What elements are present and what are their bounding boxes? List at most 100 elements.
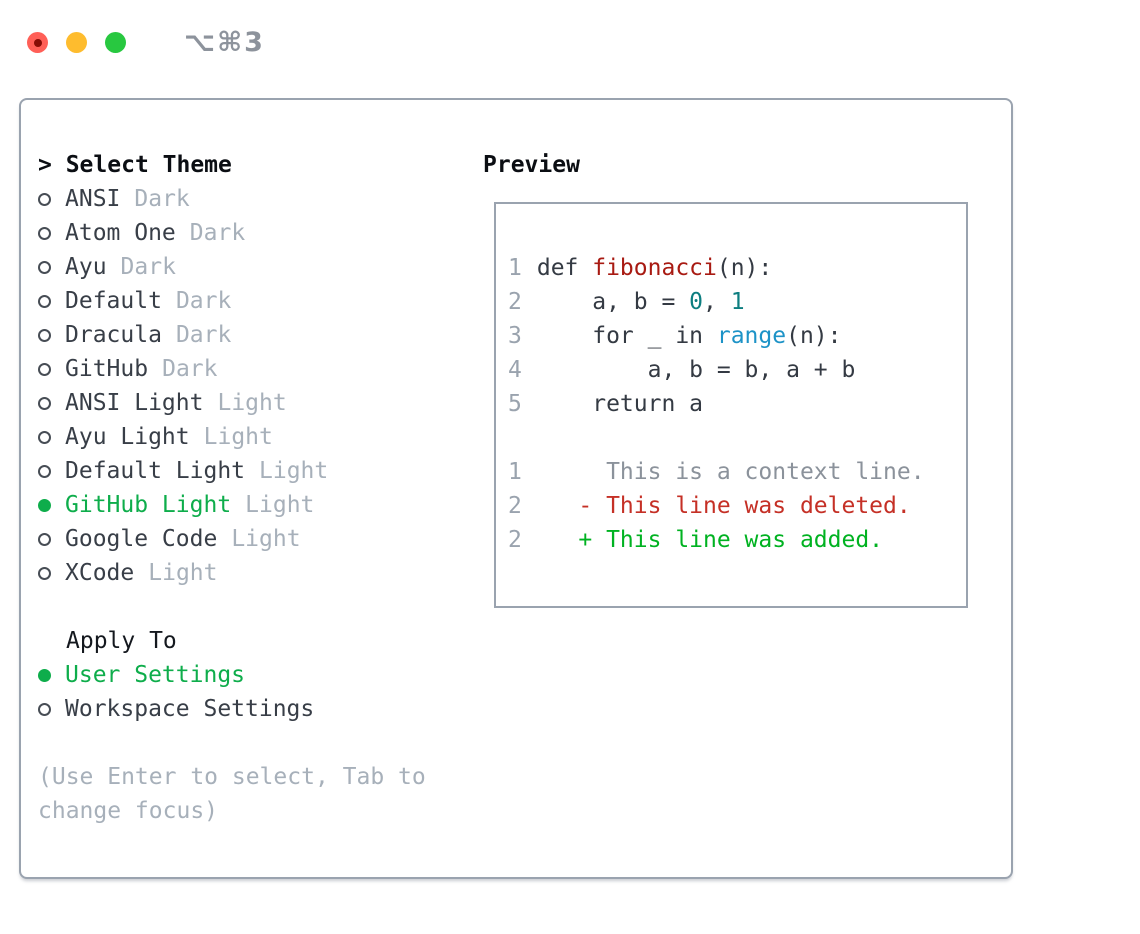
radio-selected-icon [38,498,51,512]
number-literal: 0 [689,289,704,315]
radio-icon [38,566,51,580]
line-number: 2 [508,527,522,553]
keyboard-hint: (Use Enter to select, Tab to change focu… [38,764,426,824]
theme-variant: Dark [175,288,232,314]
theme-item-ansi-dark[interactable]: ANSI Dark [38,182,476,216]
theme-item-xcode-light[interactable]: XCode Light [38,556,476,590]
apply-option-user-settings[interactable]: User Settings [38,658,476,692]
line-number: 1 [508,459,522,485]
theme-variant: Dark [120,254,176,280]
theme-label: Ayu [65,254,107,280]
theme-variant: Light [231,526,301,552]
code-text: def [536,255,593,281]
code-text: (n): [786,323,842,349]
theme-label: ANSI Light [65,390,204,416]
radio-icon [38,702,51,716]
theme-variant: Light [148,560,218,586]
diff-text: + This line was added. [536,527,884,553]
theme-variant: Light [245,492,315,518]
theme-label: XCode [65,560,135,586]
diff-added-line: 2 + This line was added. [508,523,954,557]
preview-heading: Preview [483,152,580,178]
window-title: ⌥⌘3 [184,27,265,58]
code-text: for _ in [536,323,717,349]
line-number: 3 [508,323,522,349]
select-theme-title: Select Theme [65,152,232,178]
theme-variant: Light [203,424,273,450]
theme-label: ANSI [65,186,121,212]
theme-label: Dracula [65,322,162,348]
theme-list-column: > Select Theme ANSI Dark Atom One Dark A… [21,100,476,877]
radio-selected-icon [38,668,51,682]
line-number: 2 [508,289,522,315]
theme-label: Default Light [65,458,246,484]
apply-option-workspace-settings[interactable]: Workspace Settings [38,692,476,726]
diff-deleted-line: 2 - This line was deleted. [508,489,954,523]
line-number: 2 [508,493,522,519]
theme-label: Atom One [65,220,176,246]
prompt-chevron: > [38,152,66,178]
radio-icon [38,430,51,444]
close-dot-icon [33,38,42,47]
radio-icon [38,260,51,274]
function-name: fibonacci [592,255,717,281]
theme-selector-panel: > Select Theme ANSI Dark Atom One Dark A… [19,98,1013,879]
code-text: return a [536,391,704,417]
code-line: 2 a, b = 0, 1 [508,285,954,319]
theme-item-dracula-dark[interactable]: Dracula Dark [38,318,476,352]
radio-icon [38,464,51,478]
theme-label: Default [65,288,162,314]
code-text: a, b = [536,289,690,315]
radio-icon [38,532,51,546]
theme-variant: Dark [175,322,232,348]
line-number: 1 [508,255,522,281]
theme-item-google-code-light[interactable]: Google Code Light [38,522,476,556]
select-theme-heading: > Select Theme [38,148,476,182]
code-line: 1 def fibonacci(n): [508,251,954,285]
theme-item-ayu-light[interactable]: Ayu Light Light [38,420,476,454]
titlebar: ⌥⌘3 [27,27,265,58]
line-number: 5 [508,391,522,417]
code-line: 5 return a [508,387,954,421]
number-literal: 1 [730,289,745,315]
code-line: 3 for _ in range(n): [508,319,954,353]
theme-label: Google Code [65,526,218,552]
radio-icon [38,328,51,342]
close-icon[interactable] [27,32,48,53]
theme-item-default-dark[interactable]: Default Dark [38,284,476,318]
theme-variant: Dark [134,186,190,212]
theme-label: Ayu Light [65,424,190,450]
radio-icon [38,226,51,240]
theme-item-default-light[interactable]: Default Light Light [38,454,476,488]
theme-label: GitHub [65,356,149,382]
apply-option-label: Workspace Settings [65,696,315,722]
theme-item-ayu-dark[interactable]: Ayu Dark [38,250,476,284]
theme-variant: Dark [189,220,246,246]
code-text: , [703,289,731,315]
theme-item-github-light-selected[interactable]: GitHub Light Light [38,488,476,522]
theme-variant: Light [259,458,329,484]
diff-context-line: 1 This is a context line. [508,455,954,489]
radio-icon [38,362,51,376]
theme-item-atom-one-dark[interactable]: Atom One Dark [38,216,476,250]
radio-icon [38,192,51,206]
code-text: a, b = b, a + b [536,357,856,383]
apply-to-heading: Apply To [66,628,177,654]
line-number: 4 [508,357,522,383]
zoom-icon[interactable] [105,32,126,53]
theme-variant: Dark [162,356,218,382]
radio-icon [38,294,51,308]
diff-text: This is a context line. [536,459,925,485]
theme-variant: Light [217,390,287,416]
theme-label: GitHub Light [65,492,232,518]
theme-item-github-dark[interactable]: GitHub Dark [38,352,476,386]
code-line: 4 a, b = b, a + b [508,353,954,387]
minimize-icon[interactable] [66,32,87,53]
diff-text: - This line was deleted. [536,493,911,519]
builtin-name: range [716,323,787,349]
code-text: (n): [716,255,773,281]
theme-item-ansi-light[interactable]: ANSI Light Light [38,386,476,420]
